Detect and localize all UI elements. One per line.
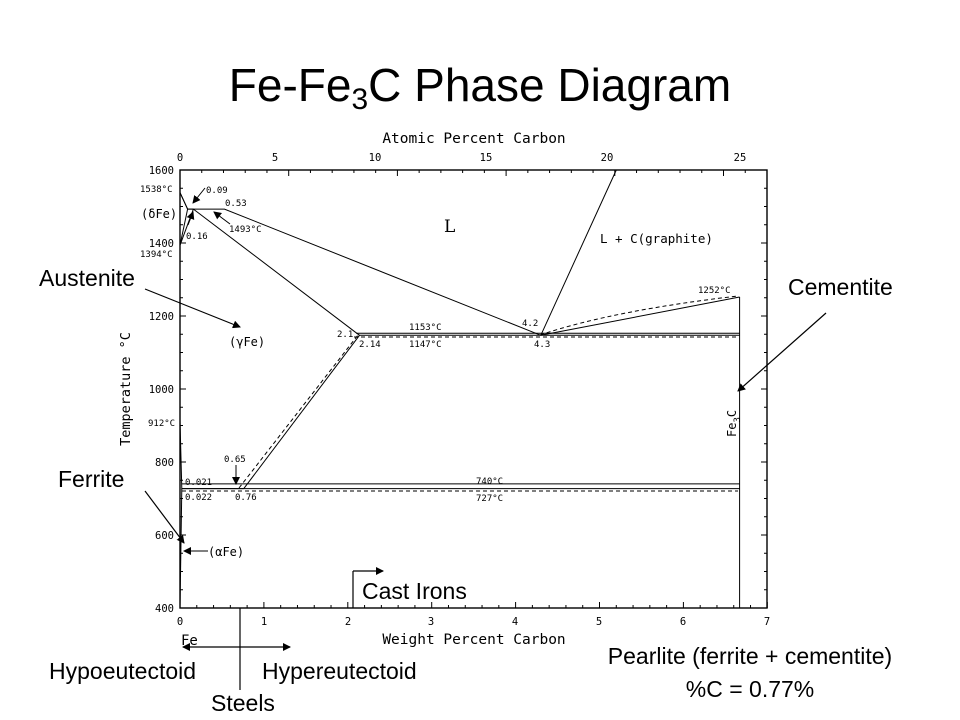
left-tick-1000: 1000 (149, 384, 174, 396)
bottom-tick-7: 7 (764, 616, 770, 628)
dashed-gamma-line (238, 334, 359, 489)
phase-boundary-5 (179, 208, 189, 246)
bottom-tick-6: 6 (680, 616, 686, 628)
title-prefix: Fe-Fe (228, 59, 352, 111)
hypoeutectoid-label: Hypoeutectoid (49, 658, 197, 684)
pearlite-composition: %C = 0.77% (685, 676, 815, 702)
left-tick-1200: 1200 (149, 311, 174, 323)
label-21: 2.1 (337, 330, 353, 340)
phase-boundary-11 (243, 334, 360, 489)
label-009: 0.09 (206, 186, 228, 196)
left-tick-800: 800 (155, 457, 174, 469)
label-065: 0.65 (224, 455, 246, 465)
cementite-label: Cementite (788, 274, 893, 300)
gamma-fe-label: (γFe) (229, 335, 265, 349)
leader-arrows (183, 187, 240, 555)
left-tick-1600: 1600 (149, 165, 174, 177)
label-076: 0.76 (235, 493, 257, 503)
label-0022: 0.022 (185, 493, 212, 503)
cast-irons-label: Cast Irons (362, 578, 467, 604)
top-tick-20: 20 (601, 152, 614, 164)
phase-boundaries (179, 169, 741, 609)
cementite-arrow (737, 312, 827, 392)
label-1153: 1153°C (409, 323, 442, 333)
annotation-arrows (144, 288, 827, 544)
title-suffix: C Phase Diagram (368, 59, 732, 111)
top-tick-5: 5 (272, 152, 278, 164)
steels-label: Steels (211, 690, 275, 716)
liquid-graphite-label: L + C(graphite) (600, 231, 713, 246)
delta-fe-label: (δFe) (141, 207, 177, 221)
dashed-graphite-line (539, 295, 739, 336)
arrow-009 (192, 187, 206, 204)
fe3c-label: Fe3C (725, 410, 743, 437)
phase-boundary-0 (179, 192, 541, 336)
top-tick-15: 15 (480, 152, 493, 164)
phase-boundary-9 (540, 296, 740, 336)
top-axis-label: Atomic Percent Carbon (382, 131, 565, 147)
austenite-arrow (144, 288, 241, 329)
title-subscript: 3 (351, 83, 369, 116)
page-title: Fe-Fe3C Phase Diagram (0, 62, 960, 115)
top-tick-10: 10 (369, 152, 382, 164)
left-tick-1400: 1400 (149, 238, 174, 250)
label-727: 727°C (476, 494, 503, 504)
austenite-label: Austenite (39, 265, 135, 291)
label-43: 4.3 (534, 340, 550, 350)
liquid-label: L (444, 217, 455, 237)
phase-boundary-3 (179, 192, 189, 210)
bottom-tick-5: 5 (596, 616, 602, 628)
label-214: 2.14 (359, 340, 381, 350)
phase-boundary-1 (540, 169, 617, 336)
pearlite-label: Pearlite (ferrite + cementite) (607, 643, 893, 669)
bottom-axis-label: Weight Percent Carbon (382, 632, 565, 648)
top-tick-0: 0 (177, 152, 183, 164)
bottom-tick-0: 0 (177, 616, 183, 628)
left-axis-label: Temperature °C (118, 332, 134, 446)
bottom-tick-4: 4 (512, 616, 518, 628)
label-0021: 0.021 (185, 478, 212, 488)
label-1495: 1493°C (229, 225, 262, 235)
composition-brackets (182, 567, 384, 690)
bottom-tick-2: 2 (345, 616, 351, 628)
left-tick-400: 400 (155, 603, 174, 615)
label-1147: 1147°C (409, 340, 442, 350)
bottom-tick-1: 1 (261, 616, 267, 628)
phase-boundary-6 (193, 208, 360, 336)
bottom-tick-3: 3 (428, 616, 434, 628)
ferrite-label: Ferrite (58, 466, 125, 492)
label-053: 0.53 (225, 199, 247, 209)
left-tick-600: 600 (155, 530, 174, 542)
alpha-fe-label: (αFe) (208, 545, 244, 559)
hypereutectoid-label: Hypereutectoid (262, 658, 417, 684)
label-42: 4.2 (522, 319, 538, 329)
phase-boundary-14 (179, 488, 183, 609)
label-1394: 1394°C (140, 250, 173, 260)
arrow-016 (186, 211, 195, 226)
top-tick-25: 25 (734, 152, 747, 164)
label-016: 0.16 (186, 232, 208, 242)
label-912: 912°C (148, 419, 175, 429)
label-1538: 1538°C (140, 185, 173, 195)
dashed-boundaries (182, 295, 739, 492)
ferrite-arrow (144, 490, 185, 544)
label-740: 740°C (476, 477, 503, 487)
label-1252: 1252°C (698, 286, 731, 296)
arrow-1495 (213, 211, 231, 225)
